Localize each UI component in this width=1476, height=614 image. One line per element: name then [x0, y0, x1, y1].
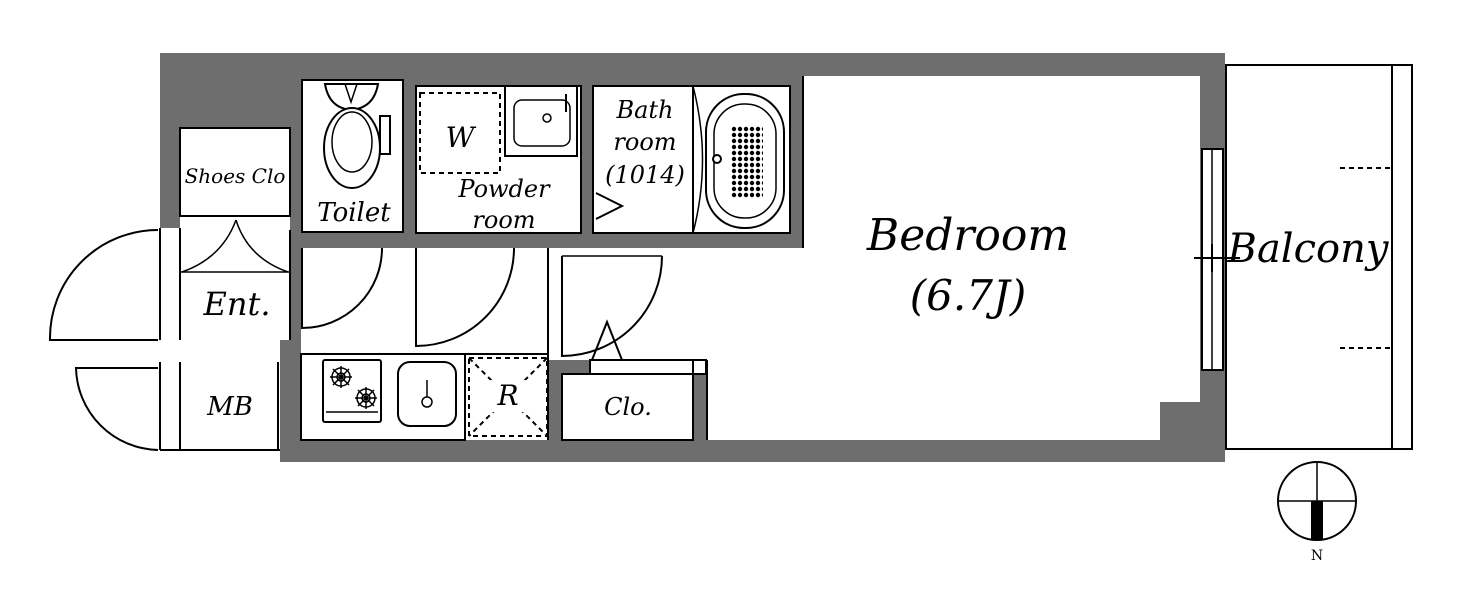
- north-arrow-icon: [1311, 501, 1323, 540]
- wash-basin: [504, 85, 578, 157]
- bath-room-label-3: (1014): [605, 161, 685, 189]
- bedroom: Bedroom (6.7J): [802, 76, 1069, 320]
- bath-entry-arrow: [595, 192, 625, 220]
- bedroom-label: Bedroom: [866, 210, 1069, 261]
- compass-north-label: N: [1311, 548, 1323, 564]
- stove: [322, 359, 382, 423]
- powder-room-label-2: room: [472, 206, 535, 234]
- bathtub: [705, 93, 785, 229]
- washer-space: [419, 92, 501, 174]
- kitchen-sink: [397, 361, 457, 427]
- fridge-label: R: [496, 379, 518, 412]
- powder-room-label-1: Powder: [457, 175, 551, 203]
- balcony-label: Balcony: [1227, 226, 1390, 272]
- meter-box: MB: [74, 362, 280, 451]
- closet: Clo.: [561, 359, 708, 441]
- meter-box-label: MB: [206, 392, 253, 422]
- meter-box-door[interactable]: [74, 367, 159, 451]
- toilet-door[interactable]: [301, 247, 383, 330]
- toilet-label: Toilet: [317, 198, 391, 228]
- bath-room-label-1: Bath: [615, 96, 673, 124]
- shoes-closet: Shoes Clo: [179, 127, 291, 273]
- bedroom-door[interactable]: [561, 255, 663, 358]
- fridge-space: [468, 357, 548, 437]
- shoes-closet-label: Shoes Clo: [185, 164, 286, 188]
- balcony: Balcony: [1225, 64, 1413, 450]
- bath-room-label-2: room: [613, 128, 676, 156]
- balcony-window[interactable]: [1194, 148, 1240, 371]
- entrance-label: Ent.: [203, 285, 271, 323]
- entry-door[interactable]: [48, 229, 159, 341]
- closet-label: Clo.: [604, 393, 652, 421]
- toilet-room: Toilet: [301, 79, 404, 330]
- powder-room: W Powder room: [415, 85, 582, 348]
- washer-label: W: [446, 121, 477, 154]
- bedroom-size: (6.7J): [910, 271, 1026, 320]
- compass: N: [1277, 461, 1357, 564]
- toilet-fixture: [323, 83, 391, 189]
- bathtub-anti-slip-dots: [731, 126, 763, 198]
- bedroom-entry-arrow: [591, 319, 623, 361]
- powder-room-door[interactable]: [415, 247, 515, 348]
- bath-room: Bath room (1014): [592, 85, 791, 234]
- kitchen: R: [300, 353, 548, 441]
